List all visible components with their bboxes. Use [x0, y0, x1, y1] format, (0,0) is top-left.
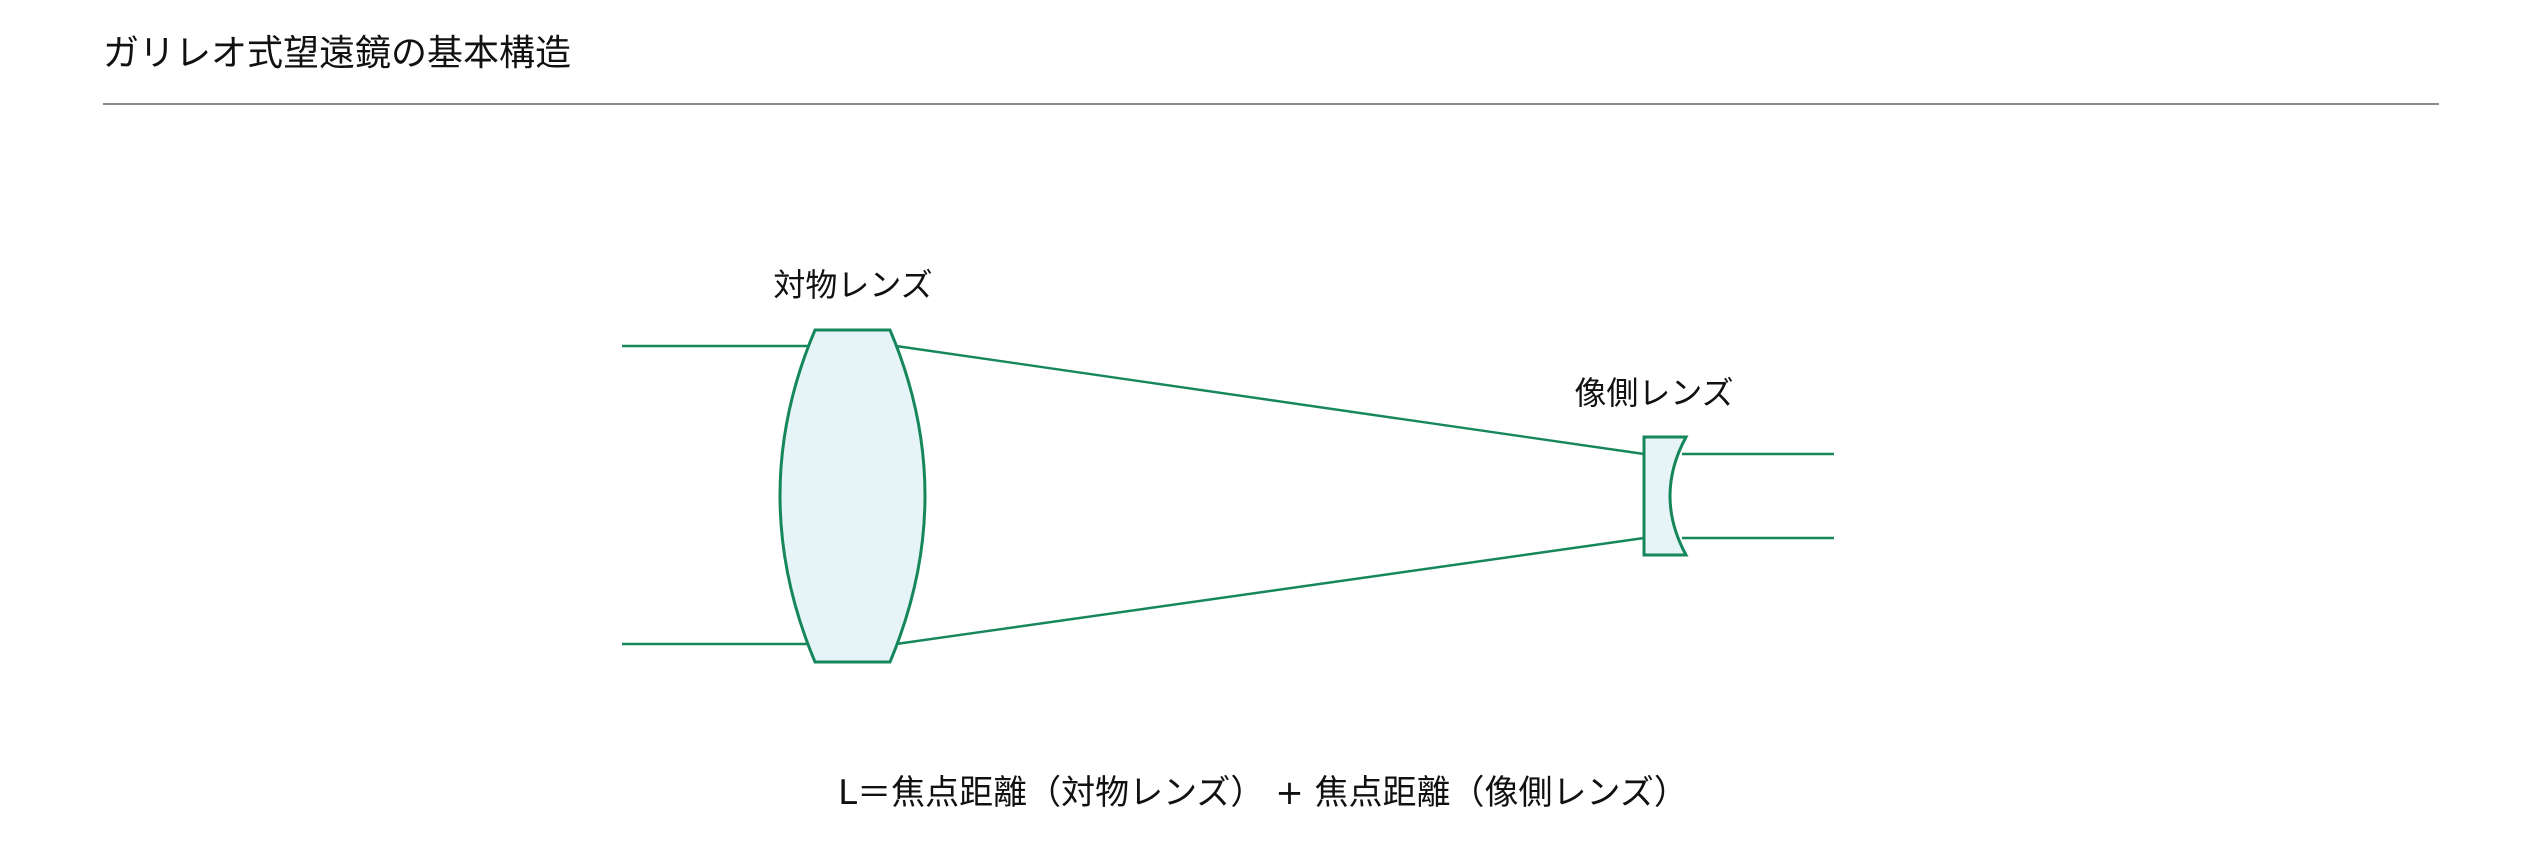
formula-lhs: L＝焦点距離（対物レンズ） — [838, 773, 1265, 813]
page-title: ガリレオ式望遠鏡の基本構造 — [103, 33, 572, 74]
title-divider — [103, 103, 2439, 105]
objective-lens — [778, 328, 927, 664]
converging-ray-top — [895, 344, 1645, 456]
converging-ray-bottom — [895, 536, 1645, 646]
objective-lens-label: 対物レンズ — [773, 266, 932, 304]
focal-length-formula: L＝焦点距離（対物レンズ） + 焦点距離（像側レンズ） — [0, 770, 2526, 816]
eyepiece-lens-label: 像側レンズ — [1574, 374, 1733, 412]
formula-rhs: 焦点距離（像側レンズ） — [1314, 773, 1688, 813]
formula-operator: + — [1264, 773, 1315, 813]
eyepiece-lens — [1642, 435, 1689, 557]
